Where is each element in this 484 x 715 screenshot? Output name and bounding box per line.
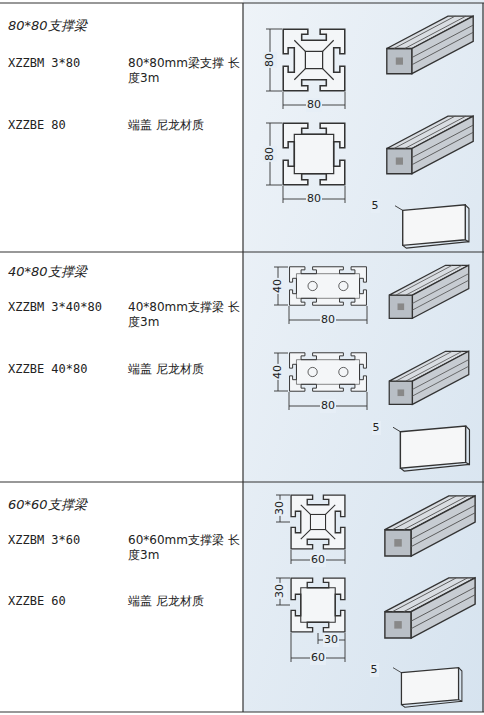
part-code: XZZBE 80 bbox=[8, 118, 66, 133]
dimension-value: 40 bbox=[271, 278, 285, 294]
part-description: 端盖 尼龙材质 bbox=[128, 362, 240, 377]
dimension-value: 30 bbox=[273, 500, 287, 516]
dimension-value: 40 bbox=[271, 364, 285, 380]
dimension-value: 80 bbox=[320, 313, 336, 327]
part-code: XZZBM 3*40*80 bbox=[8, 300, 102, 315]
part-description: 40*80mm支撑梁 长度3m bbox=[128, 300, 240, 330]
dimension-value: 80 bbox=[263, 146, 277, 162]
dimension-value: 80 bbox=[306, 192, 322, 206]
part-code: XZZBM 3*60 bbox=[8, 533, 80, 548]
section-heading: 40*80支撑梁 bbox=[8, 264, 87, 280]
section-heading: 80*80支撑梁 bbox=[8, 18, 87, 34]
part-description: 端盖 尼龙材质 bbox=[128, 118, 240, 133]
part-code: XZZBE 60 bbox=[8, 594, 66, 609]
dimension-value: 5 bbox=[370, 663, 379, 677]
part-code: XZZBM 3*80 bbox=[8, 56, 80, 71]
dimension-value: 5 bbox=[371, 199, 380, 213]
dimension-value: 80 bbox=[306, 98, 322, 112]
dimension-value: 80 bbox=[320, 399, 336, 413]
dimension-value: 30 bbox=[273, 583, 287, 599]
part-description: 端盖 尼龙材质 bbox=[128, 594, 240, 609]
dimension-value: 60 bbox=[310, 553, 326, 567]
part-code: XZZBE 40*80 bbox=[8, 362, 87, 377]
dimension-value: 5 bbox=[372, 421, 381, 435]
dimension-value: 30 bbox=[323, 633, 339, 647]
part-description: 60*60mm支撑梁 长度3m bbox=[128, 533, 240, 563]
dimension-value: 60 bbox=[310, 651, 326, 665]
dimension-value: 80 bbox=[263, 52, 277, 68]
part-description: 80*80mm梁支撑 长度3m bbox=[128, 56, 240, 86]
section-heading: 60*60支撑梁 bbox=[8, 497, 87, 513]
